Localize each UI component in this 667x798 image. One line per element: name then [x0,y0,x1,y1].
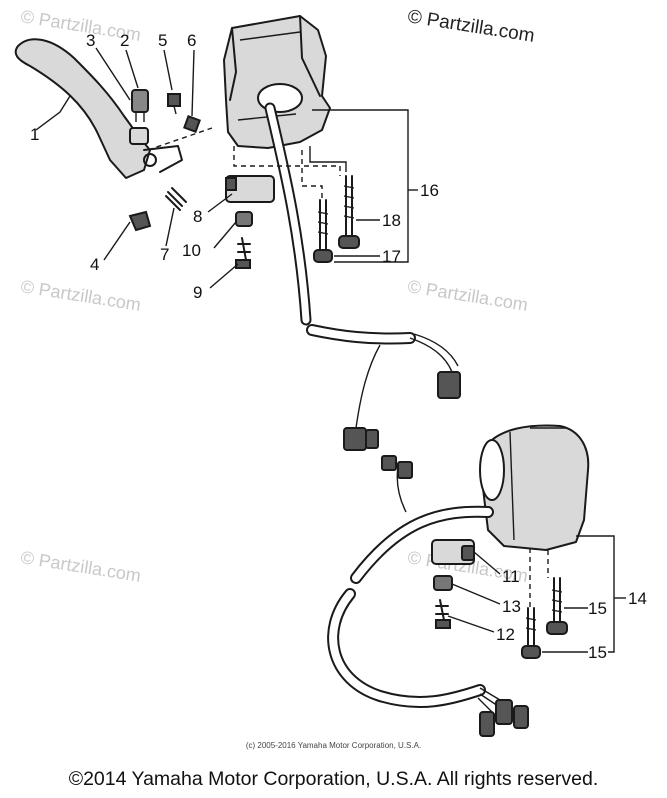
callout-2: 2 [120,31,129,50]
callout-labels: 1 2 3 4 5 6 7 8 9 10 11 12 13 14 15 15 1… [30,31,647,662]
callout-16: 16 [420,181,439,200]
watermark: © Partzilla.com [406,276,529,315]
lower-handlebar-switch [479,424,590,551]
leader-lines-upper [35,47,418,289]
lower-cable [327,455,529,737]
small-parts-upper [128,89,275,269]
callout-3: 3 [86,31,95,50]
callout-12: 12 [496,625,515,644]
small-parts-lower [431,539,568,659]
upper-cable [264,102,461,451]
callout-7: 7 [160,245,169,264]
small-credit-text: (c) 2005-2016 Yamaha Motor Corporation, … [245,741,422,750]
callout-11: 11 [502,567,520,586]
callout-18: 18 [382,211,401,230]
callout-9: 9 [193,283,202,302]
watermark: © Partzilla.com [19,547,142,586]
callout-10: 10 [182,241,201,260]
callout-17: 17 [382,247,401,266]
watermark-top: © Partzilla.com [406,6,536,47]
callout-6: 6 [187,31,196,50]
watermark: © Partzilla.com [19,276,142,315]
callout-5: 5 [158,31,167,50]
callout-8: 8 [193,207,202,226]
copyright-text: ©2014 Yamaha Motor Corporation, U.S.A. A… [68,768,599,790]
callout-15a: 15 [588,599,607,618]
callout-14: 14 [628,589,647,608]
callout-4: 4 [90,255,99,274]
upper-handlebar-switch [223,15,331,149]
leader-lines-lower [447,535,626,653]
clutch-lever [14,38,183,179]
callout-13: 13 [502,597,521,616]
callout-1: 1 [30,125,39,144]
upper-screws [233,146,360,263]
callout-15b: 15 [588,643,607,662]
